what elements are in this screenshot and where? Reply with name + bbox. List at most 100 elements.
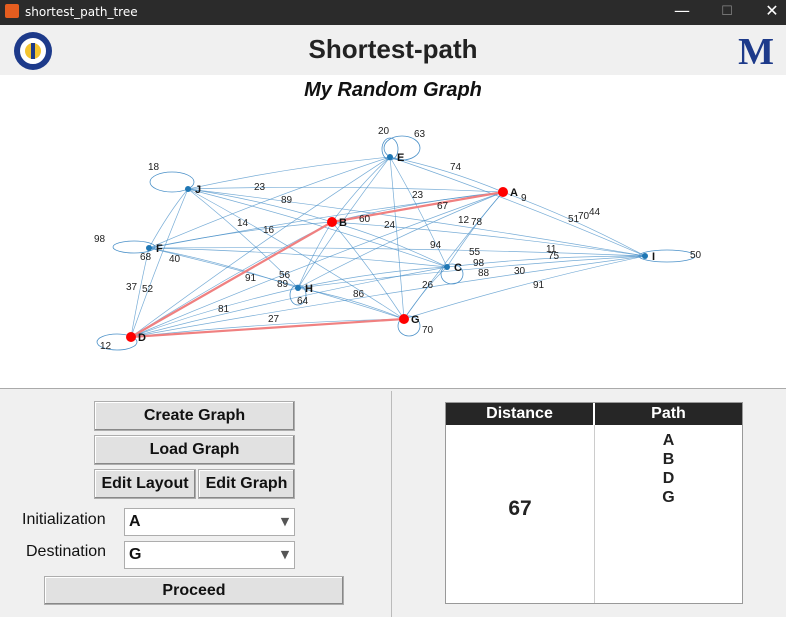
path-edge (130, 317, 405, 339)
edge-weight-label: 78 (471, 217, 483, 228)
edit-graph-button[interactable]: Edit Graph (198, 469, 295, 499)
matlab-m-logo-icon: M (738, 31, 774, 69)
edge-weight-label: 23 (412, 190, 424, 201)
distance-cell: 67 (446, 425, 595, 603)
graph-node-J (185, 186, 191, 192)
m-logo-text: M (738, 31, 774, 69)
edge-weight-label: 91 (533, 280, 545, 291)
distance-value: 67 (508, 497, 532, 520)
self-loop-edge (638, 249, 696, 263)
initialization-select[interactable]: A ▼ (124, 508, 295, 536)
control-panel: Create Graph Load Graph Edit Layout Edit… (0, 391, 392, 617)
edge-weight-label: 70 (578, 211, 590, 222)
app-title: Shortest-path (308, 34, 478, 64)
edge-weight-label: 44 (589, 207, 601, 218)
path-step: B (662, 451, 675, 468)
graph-node-A (498, 187, 508, 197)
destination-value: G (129, 546, 142, 563)
edge-weight-label: 64 (297, 296, 309, 307)
edge-weight-label: 37 (126, 282, 138, 293)
graph-edge (187, 188, 299, 289)
graph-edge (403, 191, 504, 320)
graph-edge (297, 287, 405, 320)
edge-weight-label: 14 (237, 218, 249, 229)
edge-weight-label: 70 (422, 325, 434, 336)
graph-node-H (295, 285, 301, 291)
graph-edge (187, 186, 504, 193)
destination-label: Destination (26, 543, 107, 560)
edge-weight-label: 98 (94, 234, 106, 245)
graph-edge (187, 188, 333, 223)
path-step: G (662, 489, 675, 506)
maximize-button[interactable]: ☐ (721, 4, 733, 19)
node-label: I (652, 251, 655, 263)
edge-weight-label: 23 (254, 182, 266, 193)
chevron-down-icon[interactable]: ▼ (280, 515, 290, 528)
graph-node-D (126, 332, 136, 342)
graph-edge (297, 266, 448, 289)
edge-weight-label: 89 (277, 279, 289, 290)
graph-edge (130, 156, 391, 338)
graph-edge (148, 247, 646, 257)
graph-node-E (387, 154, 393, 160)
graph-edge (130, 318, 405, 338)
edge-weight-label: 63 (414, 129, 426, 140)
edge-weight-label: 20 (378, 126, 390, 137)
graph-edge (187, 188, 448, 268)
destination-select[interactable]: G ▼ (124, 541, 295, 569)
load-graph-button[interactable]: Load Graph (94, 435, 295, 465)
edge-weight-label: 55 (469, 247, 481, 258)
graph-edge (297, 191, 504, 289)
node-label: G (411, 314, 420, 326)
path-edge (130, 221, 333, 338)
graph-edge (389, 156, 504, 193)
graph-edge (331, 156, 391, 223)
create-graph-button[interactable]: Create Graph (94, 401, 295, 431)
graph-edge (331, 221, 646, 257)
edge-weight-label: 12 (458, 215, 470, 226)
graph-node-F (146, 245, 152, 251)
graph-edge (130, 287, 299, 338)
graph-edge (187, 156, 391, 190)
graph-edge (148, 188, 189, 249)
graph-title: My Random Graph (304, 79, 482, 101)
self-loop-edge (397, 315, 421, 337)
edge-weight-label: 94 (430, 240, 442, 251)
node-label: D (138, 332, 146, 344)
path-header: Path (595, 403, 742, 425)
close-button[interactable]: ✕ (765, 1, 779, 20)
edge-weight-label: 30 (514, 266, 526, 277)
path-step: D (662, 470, 675, 487)
edge-weight-label: 81 (218, 304, 230, 315)
edge-weight-label: 51 (568, 214, 580, 225)
self-loop-edge (96, 333, 138, 351)
graph-edge (130, 221, 333, 338)
self-loop-edge (149, 171, 195, 193)
edge-weight-label: 27 (268, 314, 280, 325)
graph-edge (403, 255, 646, 320)
graph-edge (297, 221, 333, 289)
minimize-button[interactable]: — (674, 1, 690, 20)
proceed-button[interactable]: Proceed (44, 576, 344, 605)
graph-node-B (327, 217, 337, 227)
graph-node-C (444, 264, 450, 270)
distance-header: Distance (446, 403, 594, 425)
chevron-down-icon[interactable]: ▼ (280, 548, 290, 561)
edge-weight-label: 86 (353, 289, 365, 300)
edge-weight-label: 40 (169, 254, 181, 265)
self-loop-edge (440, 263, 464, 285)
app-header: Shortest-path M (0, 25, 786, 75)
edge-weight-label: 12 (100, 341, 112, 352)
node-label: J (195, 184, 201, 196)
graph-edge (502, 191, 646, 257)
edit-layout-button[interactable]: Edit Layout (94, 469, 196, 499)
edge-weight-label: 74 (450, 162, 462, 173)
graph-edge (389, 156, 646, 257)
graph-edge (148, 221, 333, 249)
graph-edge (331, 221, 405, 320)
